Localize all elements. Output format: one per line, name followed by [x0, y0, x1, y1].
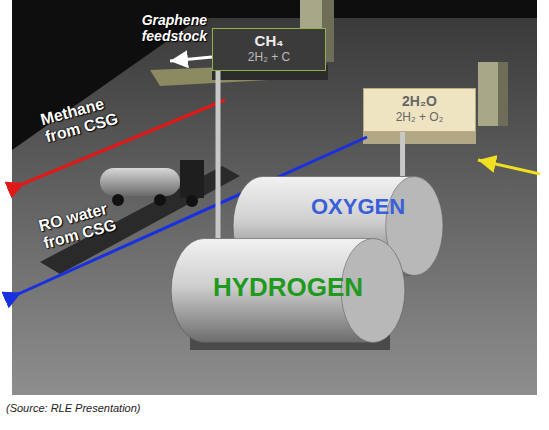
wheel [154, 194, 166, 206]
node-title: HYDROGEN [182, 272, 394, 303]
graphene-arrow [170, 57, 212, 61]
hydrogen-tank: HYDROGEN [170, 238, 406, 343]
flow-label: RO water from CSG [37, 193, 138, 253]
stack-side [498, 62, 508, 126]
ground-plane [12, 18, 537, 395]
node-title: 2H₂O [372, 93, 467, 110]
yellow-feed-line [478, 160, 540, 174]
node-title: OXYGEN [282, 194, 434, 220]
stack [478, 62, 498, 126]
backdrop [12, 0, 537, 395]
wheel [186, 195, 198, 207]
flow-label: Graphene feedstock [112, 12, 207, 44]
pipe-connector [216, 71, 221, 238]
flow-label: Methane from CSG [39, 90, 131, 148]
node-title: CH₄ [221, 32, 317, 50]
electrolysis-building: 2H₂O2H₂ + O₂ [363, 88, 476, 132]
wheel [112, 194, 124, 206]
caption: (Source: RLE Presentation) [6, 402, 141, 414]
truck-cab [180, 160, 204, 198]
pipe-connector [400, 132, 405, 176]
node-formula: 2H₂ + O₂ [372, 110, 467, 124]
tanker [100, 168, 180, 196]
node-formula: 2H₂ + C [221, 50, 317, 64]
reactor-building: CH₄2H₂ + C [212, 28, 326, 71]
